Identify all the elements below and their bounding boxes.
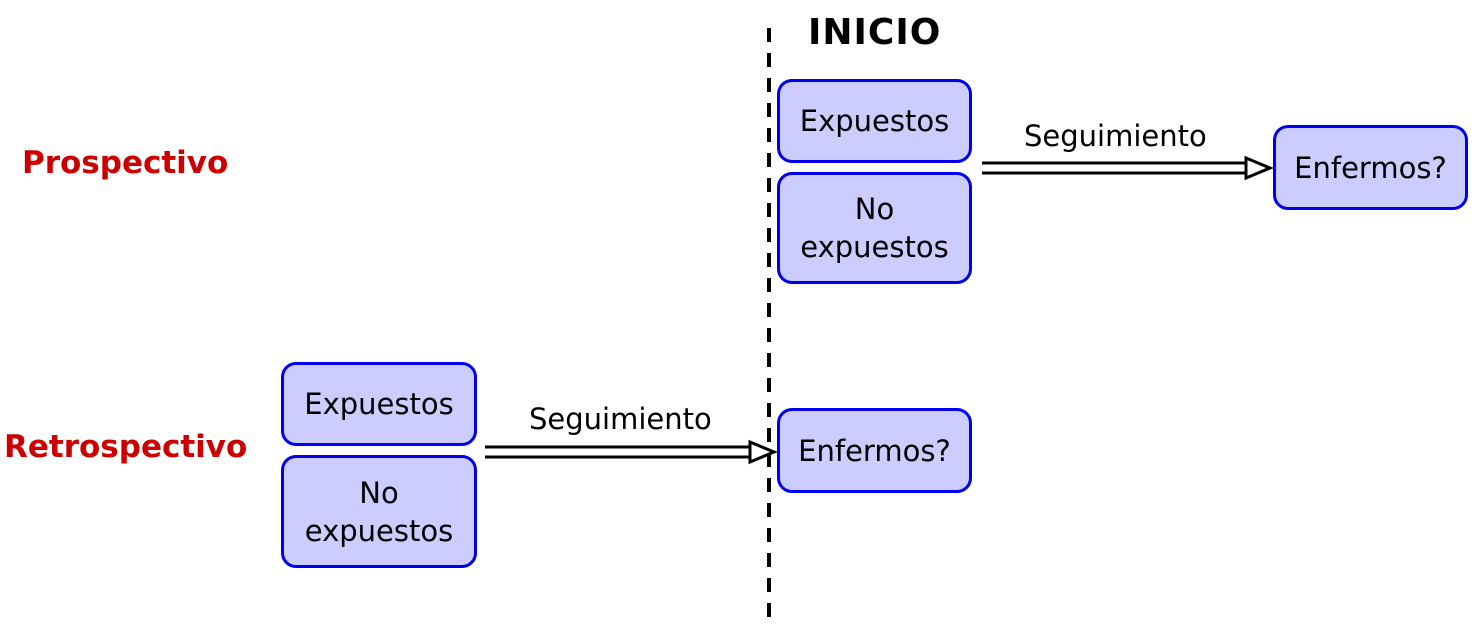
retrospective-unexposed-label-line1: No — [359, 475, 399, 510]
retrospective-outcome-box: Enfermos? — [777, 408, 972, 493]
prospective-exposed-label: Expuestos — [799, 104, 950, 138]
start-label: INICIO — [808, 12, 942, 53]
retrospective-unexposed-box: No expuestos — [281, 455, 477, 568]
prospective-outcome-label: Enfermos? — [1294, 150, 1447, 185]
prospective-unexposed-box: No expuestos — [777, 172, 972, 284]
retrospective-row-label: Retrospectivo — [4, 429, 248, 465]
prospective-unexposed-label-line1: No — [854, 192, 895, 226]
retrospective-arrow-label: Seguimiento — [529, 402, 712, 436]
retrospective-exposed-box: Expuestos — [281, 362, 477, 446]
prospective-row-label: Prospectivo — [22, 145, 229, 181]
retrospective-outcome-label: Enfermos? — [798, 433, 951, 468]
retrospective-followup-arrow — [485, 439, 778, 465]
prospective-exposed-box: Expuestos — [777, 79, 972, 163]
prospective-arrow-label: Seguimiento — [1024, 119, 1207, 153]
prospective-followup-arrow — [982, 155, 1274, 181]
prospective-unexposed-label-line2: expuestos — [800, 230, 949, 264]
retrospective-exposed-label: Expuestos — [304, 387, 454, 421]
prospective-outcome-box: Enfermos? — [1273, 125, 1468, 210]
retrospective-unexposed-label-line2: expuestos — [304, 513, 454, 548]
